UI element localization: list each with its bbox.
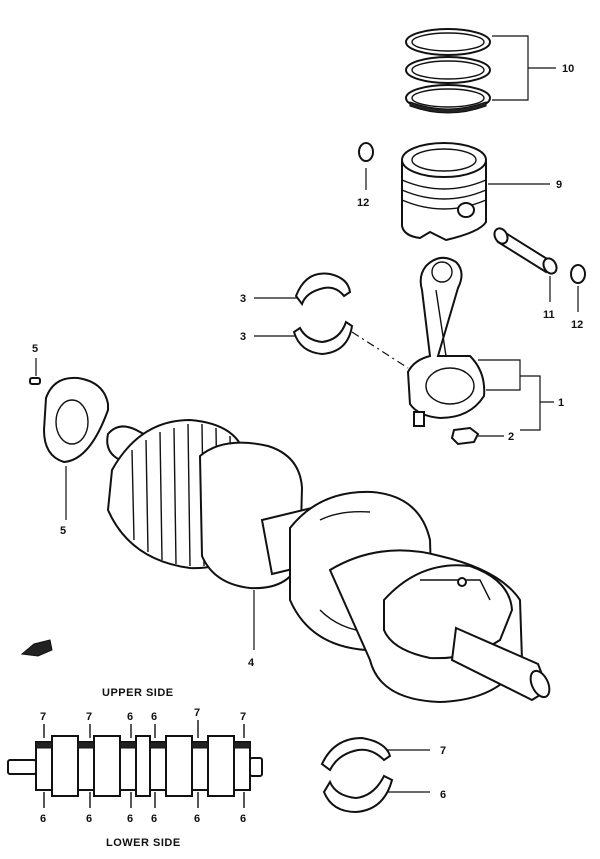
callout-1: 1 bbox=[558, 397, 564, 409]
conrod-bearing-lower bbox=[292, 320, 354, 356]
callout-11: 11 bbox=[543, 309, 555, 321]
piston-pin-clip-left bbox=[358, 142, 374, 190]
inset-lower-number: 6 bbox=[240, 813, 246, 825]
inset-upper-number: 7 bbox=[194, 707, 200, 719]
inset-upper-caption: UPPER SIDE bbox=[102, 687, 174, 699]
inset-lower-number: 6 bbox=[194, 813, 200, 825]
inset-lower-number: 6 bbox=[40, 813, 46, 825]
conrod-nut bbox=[450, 426, 504, 446]
callout-12-right: 12 bbox=[571, 319, 583, 331]
inset-upper-number: 7 bbox=[40, 711, 46, 723]
connecting-rod bbox=[406, 256, 486, 427]
inset-lower-number: 6 bbox=[86, 813, 92, 825]
callout-5-bottom: 5 bbox=[60, 525, 66, 537]
callout-10: 10 bbox=[562, 63, 574, 75]
inset-upper-number: 6 bbox=[127, 711, 133, 723]
inset-upper-number: 7 bbox=[240, 711, 246, 723]
main-bearing-upper bbox=[320, 736, 392, 772]
callout-6-bearing: 6 bbox=[440, 789, 446, 801]
callout-leader-10 bbox=[492, 35, 556, 101]
callout-2: 2 bbox=[508, 431, 514, 443]
callout-12-left: 12 bbox=[357, 197, 369, 209]
callout-7-bearing: 7 bbox=[440, 745, 446, 757]
callout-4: 4 bbox=[248, 657, 255, 669]
centerline bbox=[351, 331, 409, 369]
main-bearing-lower bbox=[322, 774, 394, 814]
crankshaft bbox=[106, 418, 551, 704]
callout-3-lower: 3 bbox=[240, 331, 246, 343]
inset-lower-caption: LOWER SIDE bbox=[106, 837, 181, 849]
inset-crankshaft bbox=[7, 720, 263, 808]
front-direction-arrow-icon bbox=[20, 639, 53, 657]
conrod-bearing-upper bbox=[294, 272, 352, 307]
callout-9: 9 bbox=[556, 179, 562, 191]
callout-leader-1 bbox=[478, 359, 554, 431]
inset-lower-numbers: 6 6 6 6 6 6 bbox=[40, 813, 246, 825]
inset-upper-numbers: 7 7 6 6 7 7 bbox=[40, 707, 246, 723]
woodruff-key bbox=[29, 358, 41, 385]
inset-lower-number: 6 bbox=[127, 813, 133, 825]
inset-upper-number: 6 bbox=[151, 711, 157, 723]
piston-pin-clip-right bbox=[570, 264, 586, 312]
piston-pin bbox=[493, 227, 558, 302]
piston-rings bbox=[405, 28, 491, 114]
piston bbox=[401, 142, 487, 242]
inset-upper-number: 7 bbox=[86, 711, 92, 723]
callout-5-top: 5 bbox=[32, 343, 38, 355]
thrust-washer bbox=[42, 376, 109, 520]
callout-3-upper: 3 bbox=[240, 293, 246, 305]
inset-lower-number: 6 bbox=[151, 813, 157, 825]
